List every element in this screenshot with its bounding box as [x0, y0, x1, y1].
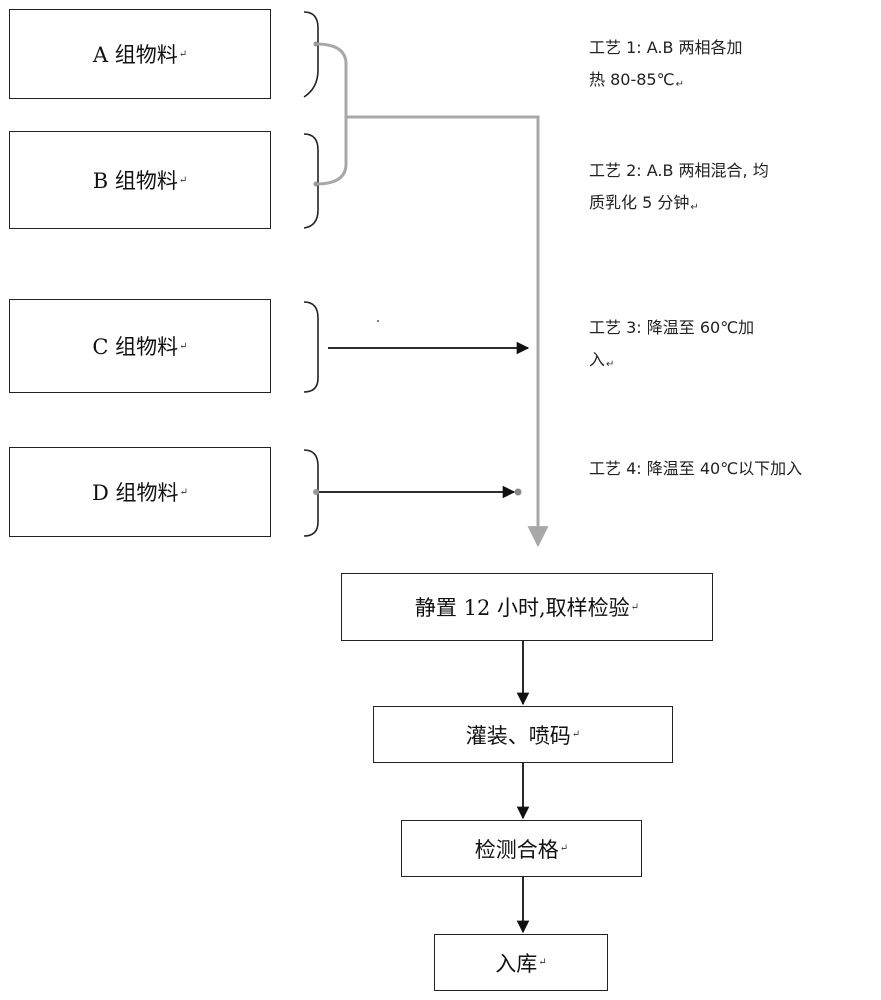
paragraph-mark: ↵ — [606, 359, 615, 370]
material-box-c: C 组物料↵ — [9, 299, 271, 393]
paragraph-mark: ↵ — [675, 79, 684, 90]
flow-step-2-label: 灌装、喷码 — [465, 723, 571, 748]
paragraph-mark: ↵ — [690, 202, 699, 213]
flow-step-rest-sample: 静置 12 小时,取样检验↵ — [341, 573, 713, 641]
process-2-line-1: 工艺 2: A.B 两相混合, 均 — [589, 161, 769, 180]
process-note-4: 工艺 4: 降温至 40℃以下加入 — [589, 453, 802, 485]
material-d-label: D 组物料 — [92, 481, 179, 505]
paragraph-mark: ↵ — [571, 729, 581, 740]
flow-step-1-label: 静置 12 小时,取样检验 — [414, 596, 630, 620]
process-note-1: 工艺 1: A.B 两相各加 热 80-85℃↵ — [589, 32, 743, 101]
paragraph-mark: ↵ — [630, 601, 640, 613]
merge-curve-ab — [315, 42, 348, 186]
process-4-line-1: 工艺 4: 降温至 40℃以下加入 — [589, 459, 803, 478]
material-b-label: B 组物料 — [92, 169, 178, 193]
process-1-line-2: 热 80-85℃ — [589, 70, 675, 89]
paragraph-mark: ↵ — [179, 340, 188, 352]
brace-b — [303, 133, 319, 229]
process-2-line-2: 质乳化 5 分钟 — [589, 193, 690, 212]
material-c-label: C 组物料 — [92, 335, 179, 359]
flow-step-fill-code: 灌装、喷码↵ — [373, 706, 673, 763]
flow-step-4-label: 入库 — [495, 951, 538, 976]
process-3-line-2: 入 — [589, 350, 606, 369]
main-gray-line — [346, 115, 549, 548]
process-note-3: 工艺 3: 降温至 60℃加 入↵ — [589, 312, 754, 381]
paragraph-mark: ↵ — [179, 486, 188, 498]
material-a-label: A 组物料 — [92, 43, 178, 67]
material-box-b: B 组物料↵ — [9, 131, 271, 229]
flow-step-3-label: 检测合格 — [474, 837, 559, 862]
process-3-line-1: 工艺 3: 降温至 60℃加 — [589, 318, 755, 337]
material-box-a: A 组物料↵ — [9, 9, 271, 99]
brace-a — [303, 11, 319, 98]
process-1-line-1: 工艺 1: A.B 两相各加 — [589, 38, 743, 57]
paragraph-mark: ↵ — [538, 957, 547, 968]
paragraph-mark: ↵ — [559, 843, 569, 854]
material-box-d: D 组物料↵ — [9, 447, 271, 537]
flow-step-inspect: 检测合格↵ — [401, 820, 642, 877]
process-note-2: 工艺 2: A.B 两相混合, 均 质乳化 5 分钟↵ — [589, 155, 769, 224]
paragraph-mark: ↵ — [178, 174, 188, 186]
brace-c — [303, 301, 319, 393]
flow-step-warehouse: 入库↵ — [434, 934, 608, 991]
paragraph-mark: ↵ — [178, 48, 188, 60]
